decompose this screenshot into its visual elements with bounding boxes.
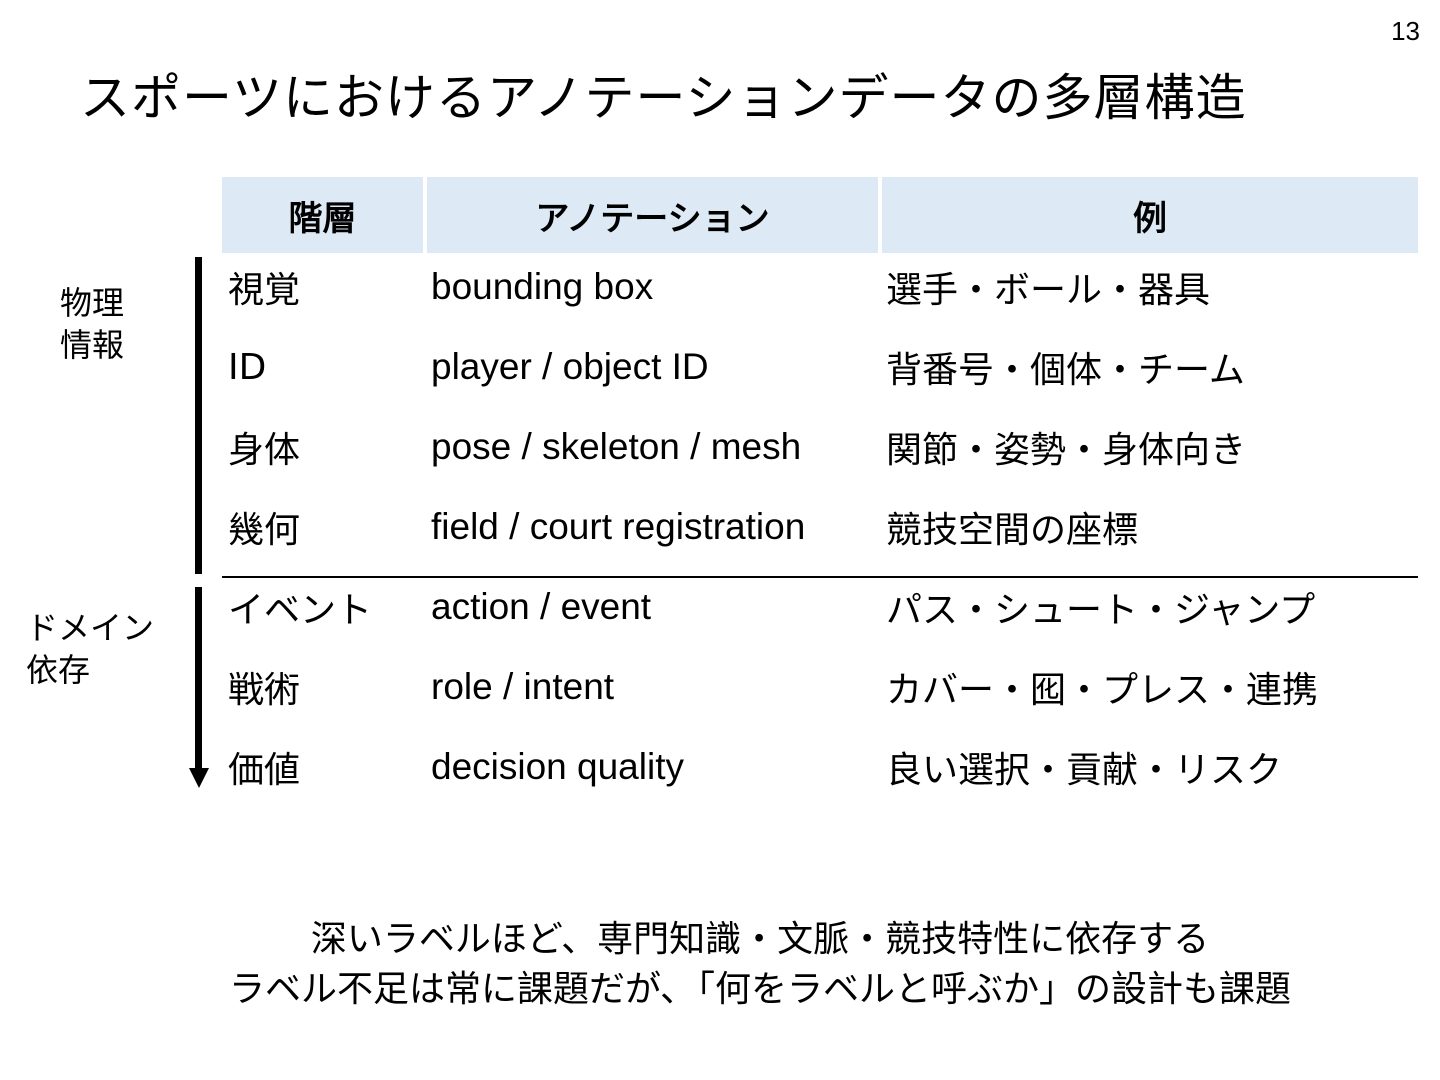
group-label-domain: ドメイン 依存 bbox=[26, 609, 155, 689]
domain-arrow-shaft bbox=[195, 587, 202, 771]
table-row: 価値 decision quality 良い選択・貢献・リスク bbox=[0, 727, 1440, 807]
cell-layer: 身体 bbox=[228, 430, 301, 471]
cell-layer: 視覚 bbox=[228, 270, 301, 311]
table-header: 階層 アノテーション 例 bbox=[222, 177, 1418, 253]
group-label-physical: 物理 情報 bbox=[60, 284, 125, 364]
cell-layer: 幾何 bbox=[228, 510, 301, 551]
cell-annotation: player / object ID bbox=[431, 346, 709, 387]
header-example: 例 bbox=[882, 177, 1418, 253]
group-divider bbox=[222, 576, 1418, 578]
table-row: 戦術 role / intent カバー・囮・プレス・連携 bbox=[0, 647, 1440, 727]
physical-bracket bbox=[195, 257, 202, 574]
cell-annotation: decision quality bbox=[431, 746, 684, 787]
cell-annotation: action / event bbox=[431, 586, 652, 627]
table-row: 幾何 field / court registration 競技空間の座標 bbox=[0, 487, 1440, 567]
cell-layer: ID bbox=[228, 346, 267, 388]
cell-example: 関節・姿勢・身体向き bbox=[886, 430, 1247, 471]
table-row: 視覚 bounding box 選手・ボール・器具 bbox=[0, 247, 1440, 327]
header-layer: 階層 bbox=[222, 177, 423, 253]
cell-example: 選手・ボール・器具 bbox=[886, 270, 1211, 311]
cell-annotation: role / intent bbox=[431, 666, 615, 707]
table-row: イベント action / event パス・シュート・ジャンプ bbox=[0, 567, 1440, 647]
page-number: 13 bbox=[1391, 16, 1420, 46]
footer-line-2: ラベル不足は常に課題だが､「何をラベルと呼ぶか」の設計も課題 bbox=[228, 969, 1291, 1010]
cell-example: 良い選択・貢献・リスク bbox=[886, 750, 1283, 791]
slide-title: スポーツにおけるアノテーションデータの多層構造 bbox=[80, 69, 1247, 127]
table-row: ID player / object ID 背番号・個体・チーム bbox=[0, 327, 1440, 407]
cell-example: 背番号・個体・チーム bbox=[886, 350, 1245, 391]
cell-example: パス・シュート・ジャンプ bbox=[886, 590, 1316, 631]
cell-annotation: bounding box bbox=[431, 266, 654, 307]
header-annotation: アノテーション bbox=[427, 177, 878, 253]
arrow-down-icon bbox=[189, 768, 209, 788]
table-row: 身体 pose / skeleton / mesh 関節・姿勢・身体向き bbox=[0, 407, 1440, 487]
cell-annotation: pose / skeleton / mesh bbox=[431, 426, 802, 467]
cell-layer: イベント bbox=[228, 590, 373, 631]
cell-example: カバー・囮・プレス・連携 bbox=[886, 670, 1319, 711]
footer-line-1: 深いラベルほど、専門知識・文脈・競技特性に依存する bbox=[310, 919, 1210, 960]
cell-annotation: field / court registration bbox=[431, 506, 806, 547]
cell-example: 競技空間の座標 bbox=[886, 510, 1139, 551]
cell-layer: 価値 bbox=[228, 750, 301, 791]
cell-layer: 戦術 bbox=[228, 670, 301, 711]
